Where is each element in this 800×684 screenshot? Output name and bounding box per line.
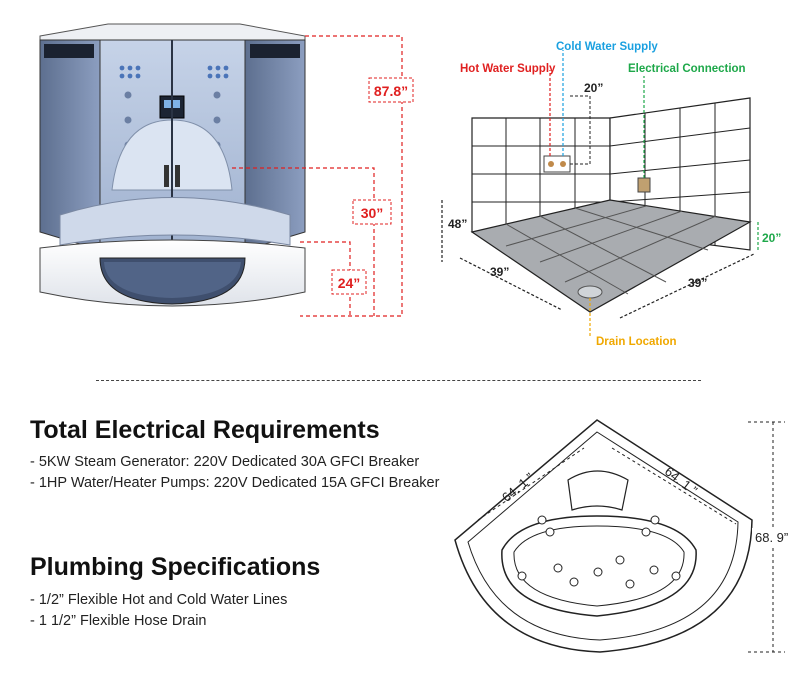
plumbing-specifications-title: Plumbing Specifications xyxy=(30,553,321,581)
plumbing-specifications-list: - 1/2” Flexible Hot and Cold Water Lines… xyxy=(30,590,287,632)
headrest xyxy=(567,470,629,511)
height-dimension-line xyxy=(300,35,403,317)
right-wall-label: 39” xyxy=(688,276,707,290)
plumbing-item: - 1/2” Flexible Hot and Cold Water Lines xyxy=(30,592,288,608)
floor xyxy=(470,199,752,313)
depth-label: 68. 9” xyxy=(755,530,788,545)
supply-spacing-label: 20” xyxy=(584,81,603,95)
body-jets xyxy=(119,65,229,149)
electrical-item: - 1HP Water/Heater Pumps: 220V Dedicated… xyxy=(30,475,440,491)
drain-label: Drain Location xyxy=(596,336,677,348)
electrical-requirements-title: Total Electrical Requirements xyxy=(30,416,380,444)
water-supply-box xyxy=(543,155,571,173)
left-wall-dimension xyxy=(459,257,563,311)
plumbing-item: - 1 1/2” Flexible Hose Drain xyxy=(30,613,207,629)
cold-water-label: Cold Water Supply xyxy=(556,41,658,53)
door-handle-left xyxy=(164,165,169,187)
supply-spacing-line xyxy=(570,95,591,165)
section-divider xyxy=(96,380,701,381)
tub-seat xyxy=(59,197,291,246)
supply-height-label: 48” xyxy=(448,217,467,231)
seat-dimension-line xyxy=(232,167,375,316)
hot-water-label: Hot Water Supply xyxy=(460,63,556,75)
shower-unit-illustration: 87.8” 30” 24” xyxy=(39,23,414,317)
room-rough-in-diagram: Hot Water Supply Cold Water Supply Elect… xyxy=(441,41,781,348)
electrical-height-label: 20” xyxy=(762,231,781,245)
seat-height-label: 30” xyxy=(361,205,384,221)
electrical-label: Electrical Connection xyxy=(628,63,746,75)
right-side-dimension xyxy=(611,447,737,525)
tub-jets xyxy=(517,515,681,589)
left-wall-label: 39” xyxy=(490,265,509,279)
height-label: 87.8” xyxy=(374,83,408,99)
electrical-requirements-list: - 5KW Steam Generator: 220V Dedicated 30… xyxy=(30,452,439,494)
electrical-box xyxy=(637,177,651,193)
corner-tub-top-view: 64. 1 ” 64. 1 ” 68. 9” xyxy=(454,419,792,653)
electrical-item: - 5KW Steam Generator: 220V Dedicated 30… xyxy=(30,454,420,470)
tub-height-label: 24” xyxy=(338,275,361,291)
drain xyxy=(577,285,603,299)
door-handle-right xyxy=(175,165,180,187)
tub-basin xyxy=(501,515,697,617)
